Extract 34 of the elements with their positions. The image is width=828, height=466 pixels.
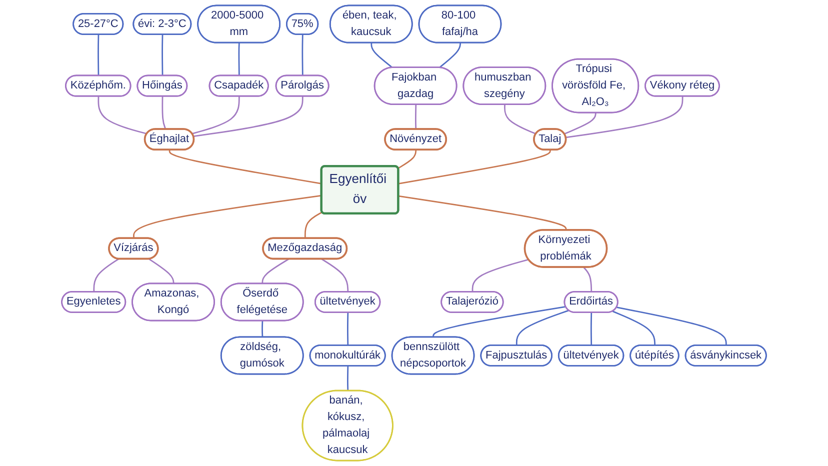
connector <box>162 34 164 76</box>
connector <box>238 42 240 76</box>
connector <box>98 34 100 76</box>
connector <box>398 195 567 230</box>
connector <box>192 96 240 134</box>
connector <box>590 312 592 346</box>
connector <box>432 306 566 338</box>
connector <box>504 104 536 135</box>
connector <box>472 258 529 292</box>
connector <box>347 366 349 391</box>
connector <box>564 112 596 135</box>
connector <box>148 258 174 284</box>
connector <box>262 320 264 338</box>
connector <box>516 310 569 346</box>
connector <box>398 150 417 169</box>
connector <box>612 310 656 346</box>
connector <box>347 312 349 346</box>
connector <box>262 258 290 284</box>
connector <box>133 194 322 238</box>
connector <box>438 42 462 68</box>
connector <box>415 104 417 130</box>
connector <box>302 34 304 76</box>
connector <box>566 96 684 138</box>
connector <box>162 96 166 130</box>
connector <box>321 258 349 292</box>
connector <box>370 42 393 68</box>
connector <box>193 96 304 138</box>
connector <box>583 266 592 292</box>
connector <box>398 150 551 184</box>
connector <box>616 306 727 346</box>
connector <box>168 150 322 184</box>
connector <box>98 96 148 134</box>
connector <box>93 258 119 292</box>
connector <box>304 212 323 238</box>
